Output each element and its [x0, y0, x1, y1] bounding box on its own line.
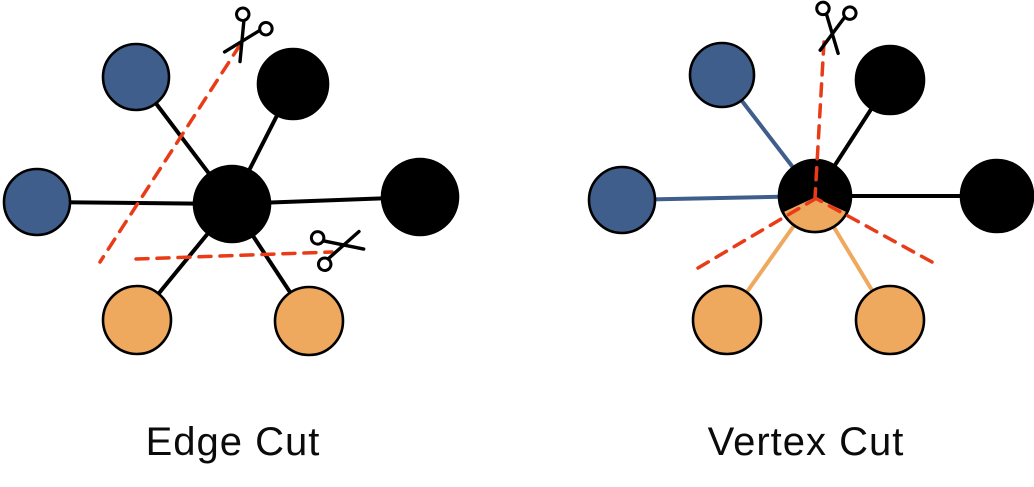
vertex-cut-diagram [587, 0, 1034, 356]
center-vertex [192, 164, 272, 244]
blue-vertex [587, 165, 657, 235]
orange-vertex [691, 284, 763, 356]
scissors-icon [815, 0, 858, 56]
black-vertex [854, 44, 926, 116]
cut-line [134, 250, 334, 261]
orange-vertex [854, 284, 926, 356]
orange-vertex [101, 284, 173, 356]
cut-line [98, 43, 242, 264]
scissors-icon [222, 6, 274, 64]
blue-vertex [101, 42, 171, 112]
cut-line [815, 197, 934, 264]
vertex-cut-label: Vertex Cut [707, 420, 905, 464]
edge-cut-label: Edge Cut [145, 420, 321, 464]
orange-vertex [273, 285, 345, 357]
cut-line [696, 197, 817, 270]
scissors-icon [309, 229, 366, 272]
blue-vertex [688, 41, 756, 109]
cut-line [813, 40, 826, 200]
black-vertex [256, 47, 330, 121]
edge-cut-diagram [2, 6, 460, 357]
black-vertex [959, 158, 1034, 234]
black-vertex [380, 157, 460, 237]
blue-vertex [2, 167, 72, 237]
